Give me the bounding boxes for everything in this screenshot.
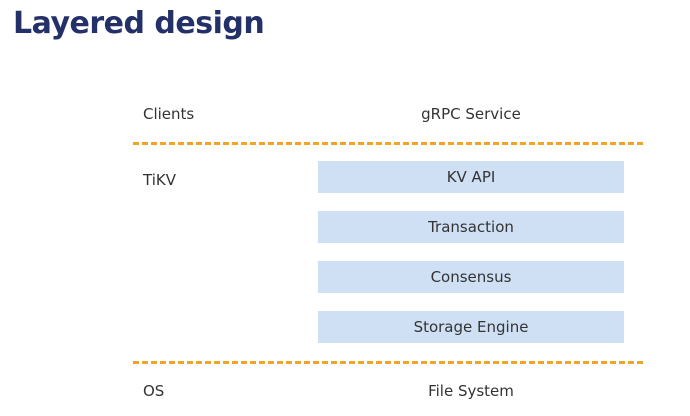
tikv-label: TiKV bbox=[143, 171, 176, 189]
clients-label: Clients bbox=[143, 105, 195, 123]
dashed-divider-bottom bbox=[133, 361, 643, 364]
layer-kv-api: KV API bbox=[318, 161, 624, 193]
layer-storage-engine-label: Storage Engine bbox=[413, 318, 529, 336]
file-system-label: File System bbox=[428, 382, 514, 400]
layer-transaction: Transaction bbox=[318, 211, 624, 243]
layer-consensus-label: Consensus bbox=[430, 268, 512, 286]
slide-title: Layered design bbox=[13, 6, 265, 41]
grpc-service-label: gRPC Service bbox=[421, 105, 521, 123]
dashed-divider-top bbox=[133, 142, 643, 145]
layer-transaction-label: Transaction bbox=[428, 218, 514, 236]
os-label: OS bbox=[143, 382, 165, 400]
layer-consensus: Consensus bbox=[318, 261, 624, 293]
layer-kv-api-label: KV API bbox=[446, 168, 496, 186]
layer-storage-engine: Storage Engine bbox=[318, 311, 624, 343]
